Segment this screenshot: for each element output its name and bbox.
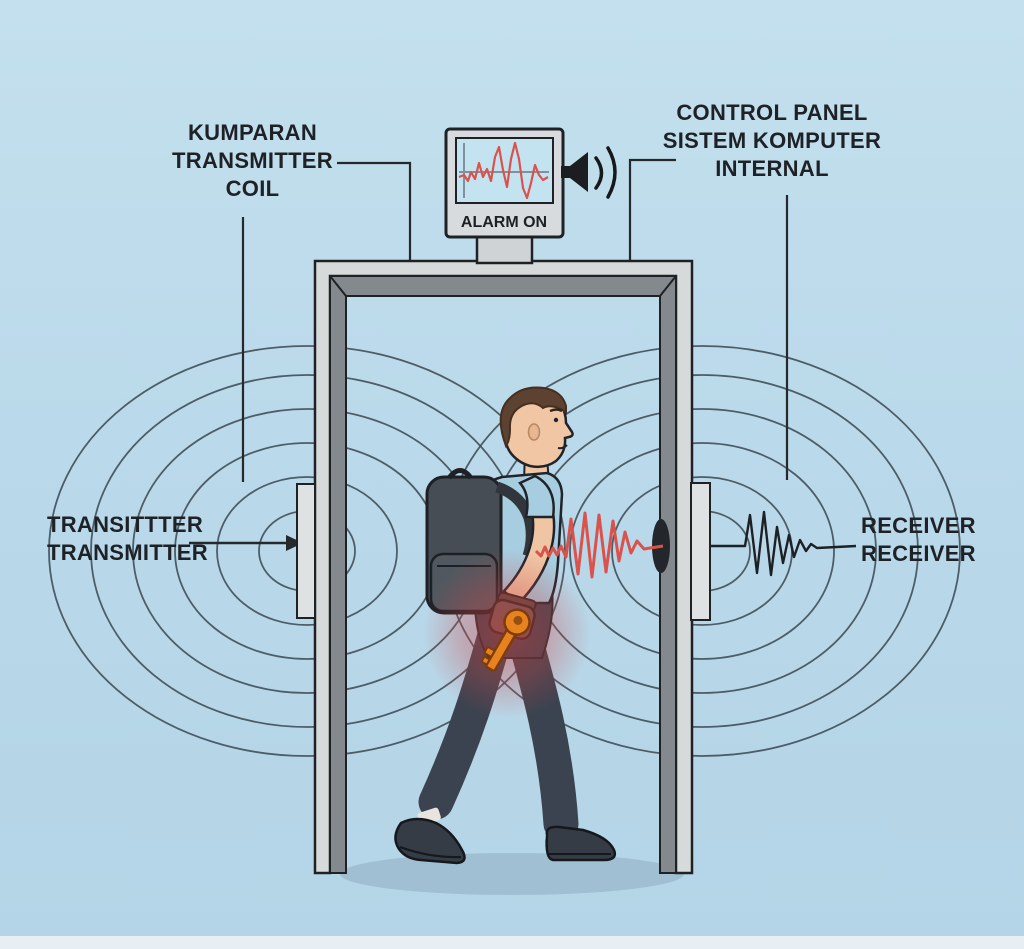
screen-alarm-waveform <box>458 141 549 200</box>
label-receiver: RECEIVER RECEIVER <box>861 513 976 566</box>
monitor-stand <box>475 235 534 265</box>
speaker-horn-icon <box>561 152 588 192</box>
key-icon <box>480 608 531 672</box>
label-transmitter-coil: KUMPARAN TRANSMITTER COIL <box>172 120 333 201</box>
person-eye <box>553 417 559 423</box>
label-control-panel: CONTROL PANEL SISTEM KOMPUTER INTERNAL <box>662 100 882 181</box>
detector-gate <box>296 259 711 875</box>
monitor-screen <box>455 137 554 204</box>
person-ear <box>527 423 541 441</box>
front-shoe <box>545 825 617 862</box>
sound-waves-icon <box>594 146 617 199</box>
back-shoe-sole <box>399 846 462 859</box>
label-transmitter: TRANSITTTER TRANSMITTER <box>47 512 208 565</box>
person-sleeve <box>517 474 555 519</box>
receiver-panel <box>690 482 711 621</box>
person-eyebrow <box>549 408 563 413</box>
person-hair <box>499 386 567 449</box>
person-shadow <box>340 853 684 895</box>
label-connector-lines <box>241 158 789 482</box>
person-mouth <box>557 444 568 450</box>
alarm-monitor: ALARM ON <box>444 127 617 265</box>
arrow-right-icon <box>189 535 303 551</box>
alarm-status-text: ALARM ON <box>461 214 547 231</box>
gate-corner-bevels <box>329 275 677 297</box>
received-signal-waveform <box>711 510 857 577</box>
transmitter-panel <box>296 483 316 619</box>
backpack-handle <box>446 468 474 480</box>
floor-strip <box>0 936 1024 949</box>
disturbed-signal-waveform <box>534 511 664 579</box>
